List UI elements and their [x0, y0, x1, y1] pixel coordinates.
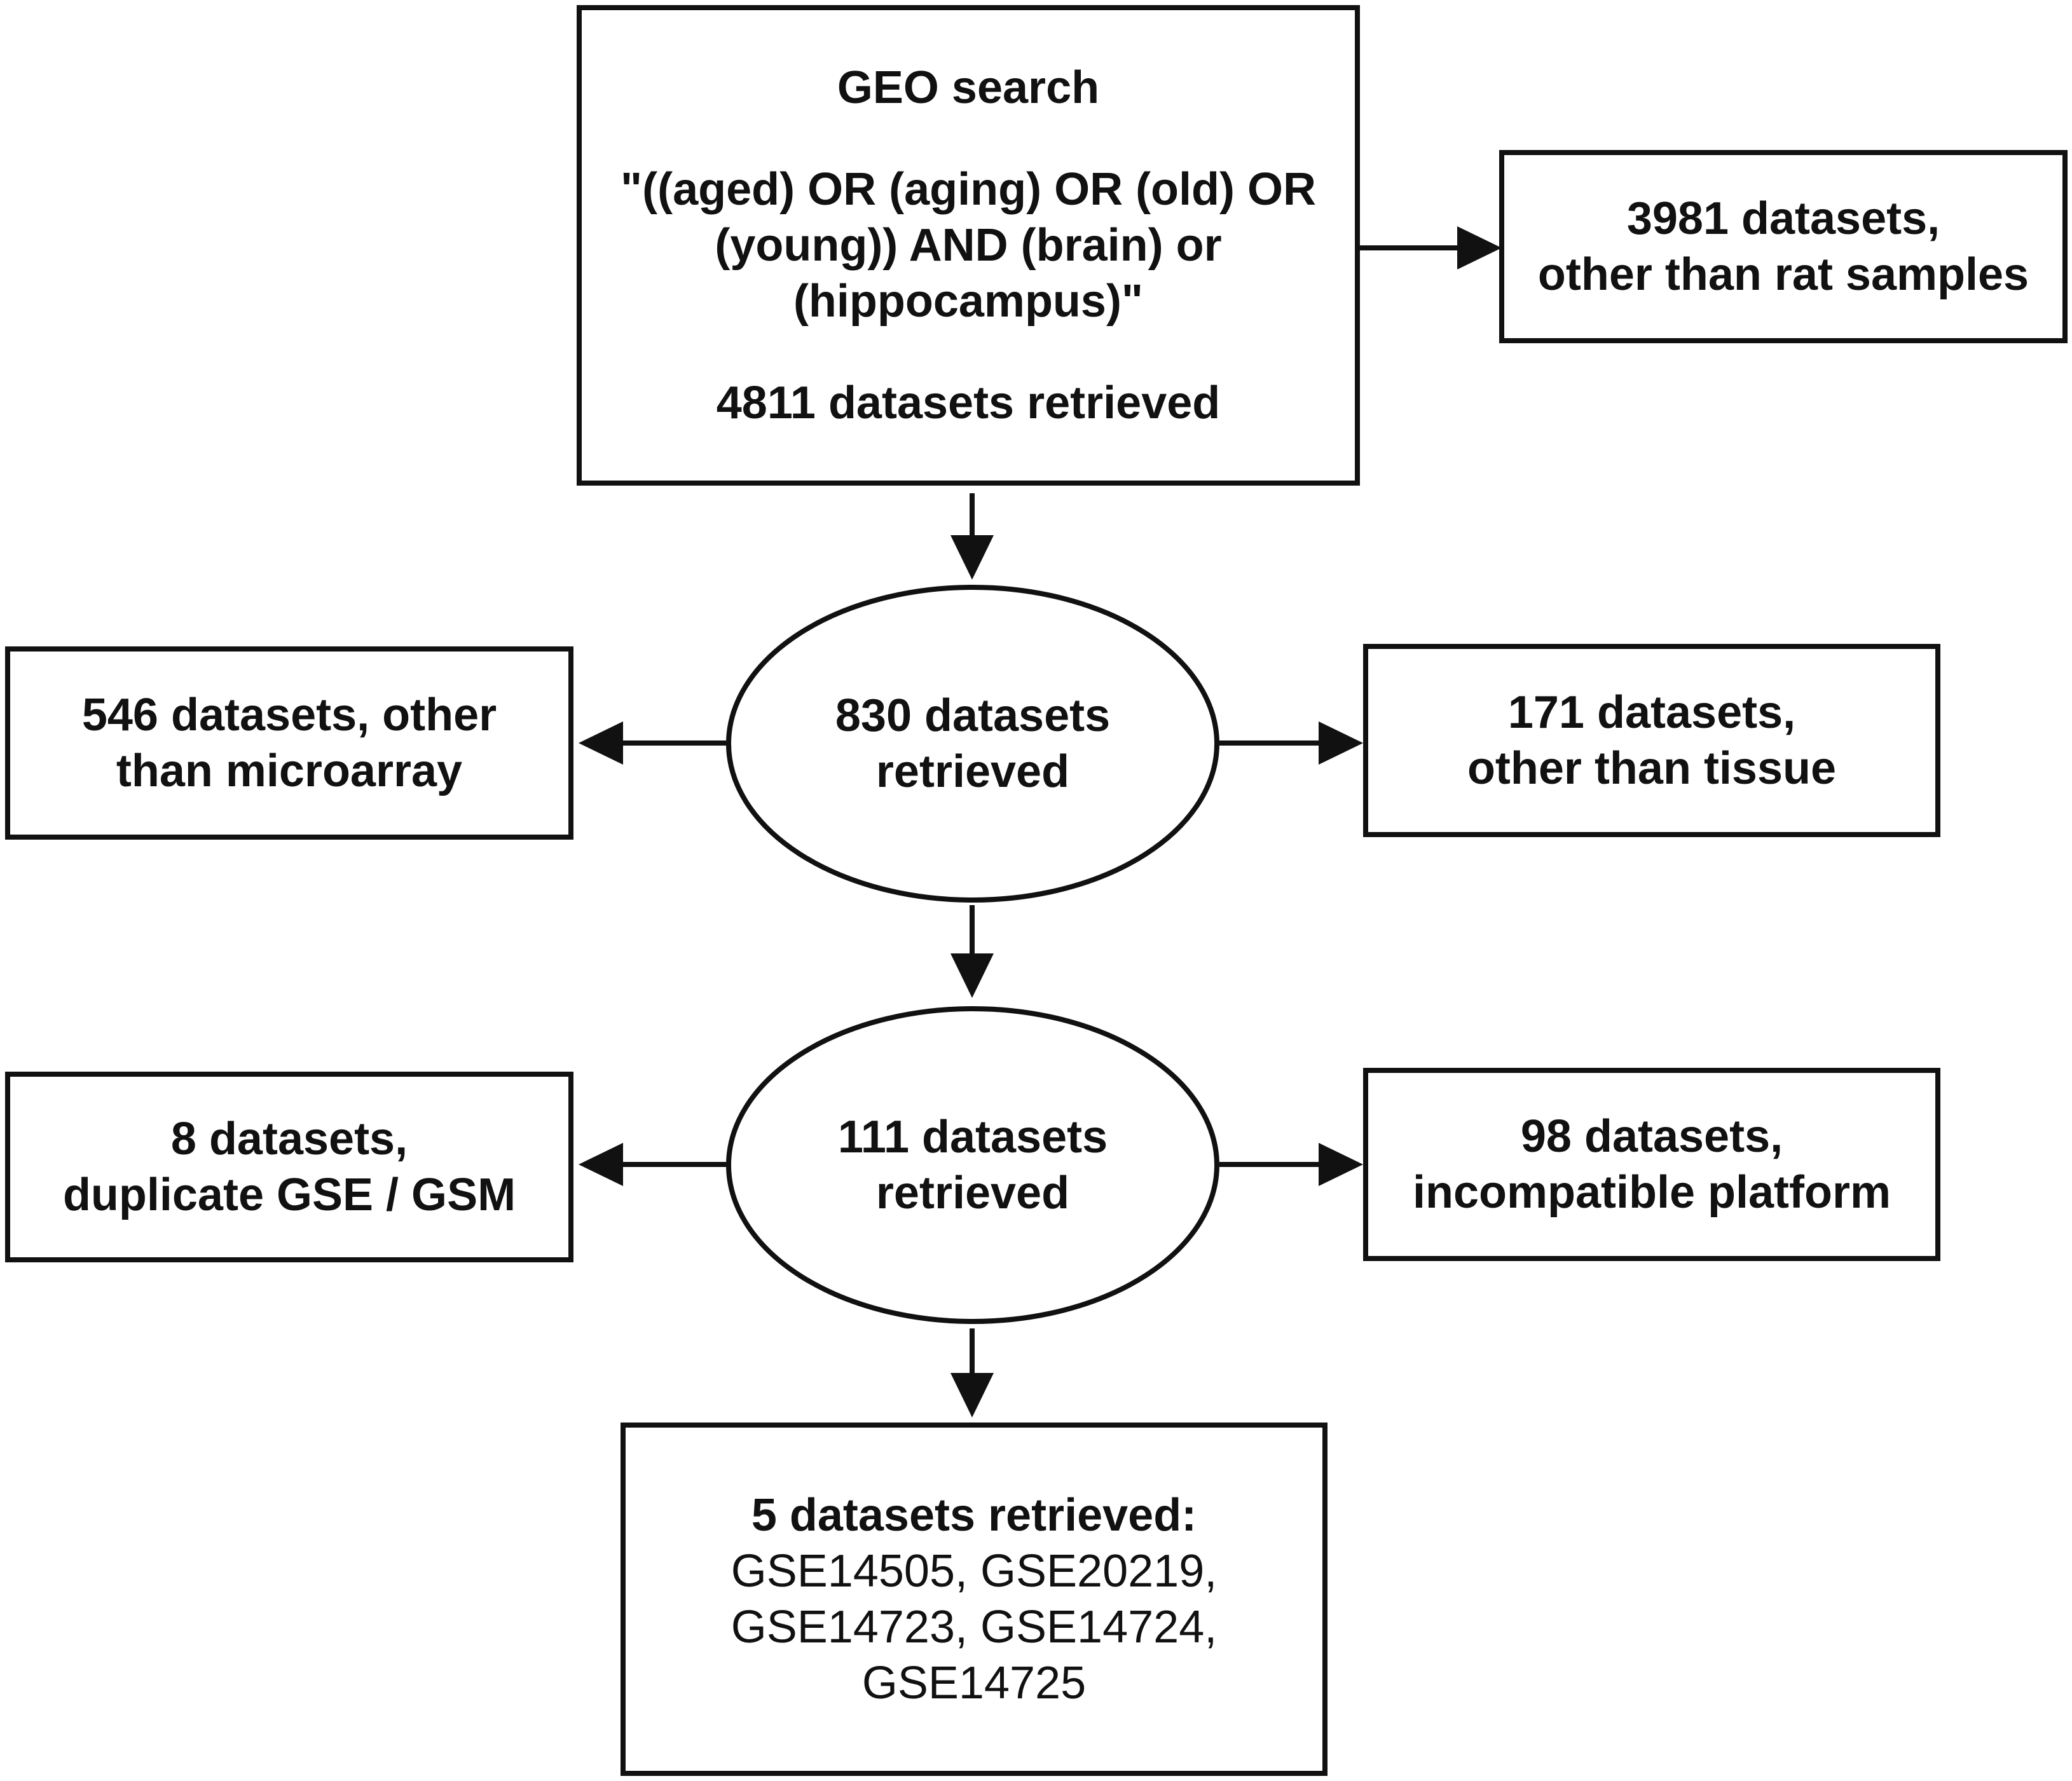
edge-geo-to-830	[950, 493, 994, 580]
retrieved-111-node: 111 datasets retrieved	[729, 1009, 1217, 1321]
ellipse-111-shape	[726, 1006, 1219, 1324]
geo-search-title: GEO search	[837, 62, 1100, 113]
edge-111-to-duplicate-exclusion	[579, 1143, 726, 1186]
duplicate-exclusion-text: 8 datasets, duplicate GSE / GSM	[62, 1114, 516, 1220]
geo-search-box: GEO search "((aged) OR (aging) OR (old) …	[577, 5, 1360, 486]
tissue-exclusion-text: 171 datasets, other than tissue	[1467, 687, 1837, 794]
retrieved-111-text: 111 datasets retrieved	[837, 1112, 1108, 1218]
tissue-exclusion-box: 171 datasets, other than tissue	[1363, 644, 1940, 837]
edge-111-to-platform-exclusion	[1219, 1143, 1363, 1186]
edge-geo-to-rat-exclusion	[1360, 226, 1502, 270]
retrieved-830-node: 830 datasets retrieved	[729, 587, 1217, 900]
microarray-exclusion-text: 546 datasets, other than microarray	[81, 690, 497, 796]
edge-111-to-final	[950, 1328, 994, 1417]
final-datasets-box: 5 datasets retrieved: GSE14505, GSE20219…	[621, 1423, 1328, 1776]
final-datasets-title: 5 datasets retrieved:	[751, 1490, 1197, 1541]
microarray-exclusion-box: 546 datasets, other than microarray	[5, 646, 573, 840]
rat-exclusion-text: 3981 datasets, other than rat samples	[1537, 193, 2029, 300]
geo-search-result: 4811 datasets retrieved	[716, 378, 1221, 428]
geo-search-query: "((aged) OR (aging) OR (old) OR (young))…	[621, 164, 1316, 327]
edge-830-to-tissue-exclusion	[1219, 721, 1363, 765]
edge-830-to-microarray-exclusion	[579, 721, 726, 765]
final-datasets-list: GSE14505, GSE20219, GSE14723, GSE14724, …	[731, 1546, 1218, 1709]
edge-830-to-111	[950, 905, 994, 998]
duplicate-exclusion-box: 8 datasets, duplicate GSE / GSM	[5, 1072, 573, 1262]
platform-exclusion-box: 98 datasets, incompatible platform	[1363, 1068, 1940, 1261]
ellipse-830-shape	[726, 585, 1219, 903]
retrieved-830-text: 830 datasets retrieved	[835, 690, 1111, 797]
rat-exclusion-box: 3981 datasets, other than rat samples	[1499, 150, 2068, 343]
platform-exclusion-text: 98 datasets, incompatible platform	[1412, 1111, 1891, 1218]
